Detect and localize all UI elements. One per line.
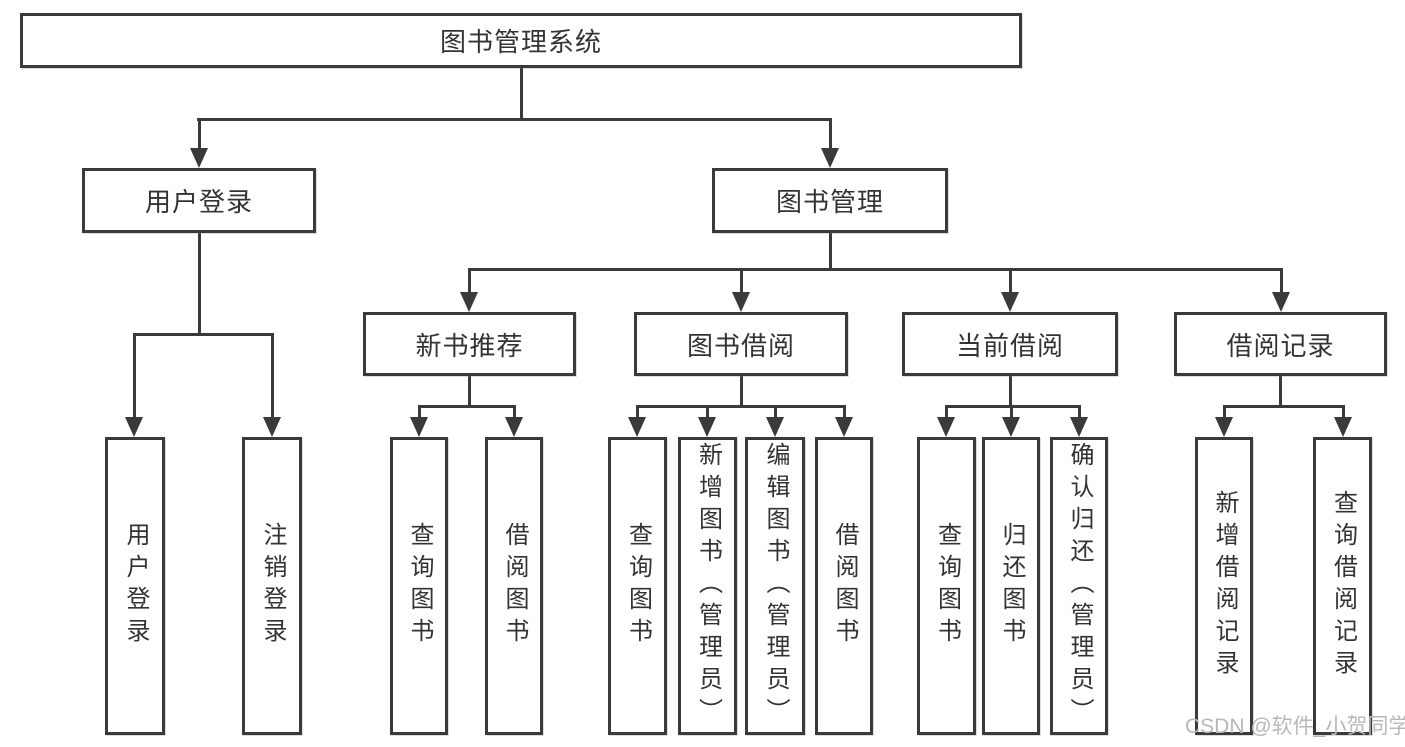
arrow-down-icon (460, 292, 478, 312)
leaf-borrow-books-label: 借阅图书 (501, 522, 528, 650)
csdn-watermark: CSDN @软件_小贺同学 (1185, 715, 1405, 738)
arrow-down-icon (1215, 417, 1233, 437)
arrow-down-icon (1070, 417, 1088, 437)
connector-drop-leaf (774, 405, 777, 421)
node-new-book-recommend: 新书推荐 (363, 312, 576, 376)
node-current-borrow-label: 当前借阅 (955, 330, 1064, 361)
leaf-add-book-admin: 新增图书（管理员） (678, 437, 737, 735)
leaf-query-books-label: 查询图书 (624, 522, 652, 650)
leaf-edit-book-admin: 编辑图书（管理员） (745, 437, 805, 735)
arrow-down-icon (732, 292, 750, 312)
arrow-down-icon (1002, 417, 1020, 437)
connector-drop-leaf (1223, 405, 1226, 421)
node-user-login-label: 用户登录 (144, 187, 253, 217)
node-current-borrow: 当前借阅 (902, 312, 1118, 376)
leaf-borrow-books-label: 借阅图书 (831, 522, 858, 650)
leaf-query-books-label: 查询图书 (933, 522, 961, 650)
arrow-down-icon (1001, 292, 1019, 312)
connector-drop-leaf (636, 405, 639, 421)
leaf-query-books: 查询图书 (390, 437, 448, 735)
leaf-user-login: 用户登录 (105, 437, 165, 735)
leaf-logout-label: 注销登录 (259, 522, 286, 650)
arrow-down-icon (125, 417, 143, 437)
connector-drop-leaf (1342, 405, 1345, 421)
connector-root-stem (520, 68, 523, 120)
arrow-down-icon (937, 417, 955, 437)
arrow-down-icon (835, 417, 853, 437)
connector-group-stem (1009, 376, 1012, 407)
arrow-down-icon (505, 417, 523, 437)
leaf-add-borrow-record: 新增借阅记录 (1195, 437, 1253, 735)
leaf-add-book-admin-label: 新增图书（管理员） (694, 442, 722, 730)
connector-drop-leaf (1010, 405, 1013, 421)
node-book-management: 图书管理 (712, 168, 948, 233)
connector-drop-records (1280, 268, 1283, 296)
node-book-borrow-label: 图书借阅 (686, 330, 795, 361)
connector-drop-leaf (418, 405, 421, 421)
node-user-login: 用户登录 (82, 168, 316, 233)
node-borrow-records: 借阅记录 (1174, 312, 1387, 376)
arrow-down-icon (821, 148, 839, 168)
leaf-user-login-label: 用户登录 (122, 522, 149, 650)
connector-drop-current (1009, 268, 1012, 296)
leaf-confirm-return-admin-label: 确认归还（管理员） (1066, 442, 1093, 730)
arrow-down-icon (1272, 292, 1290, 312)
connector-drop-leaf (1078, 405, 1081, 421)
arrow-down-icon (263, 417, 281, 437)
leaf-query-books: 查询图书 (608, 437, 667, 735)
arrow-down-icon (190, 148, 208, 168)
connector-user-rail (133, 333, 274, 336)
leaf-return-books-label: 归还图书 (998, 522, 1025, 650)
connector-drop-user-login (198, 118, 201, 152)
leaf-confirm-return-admin: 确认归还（管理员） (1050, 437, 1108, 735)
leaf-borrow-books: 借阅图书 (815, 437, 873, 735)
leaf-query-books: 查询图书 (917, 437, 976, 735)
connector-drop-leaf (843, 405, 846, 421)
arrow-down-icon (766, 417, 784, 437)
leaf-return-books: 归还图书 (982, 437, 1040, 735)
connector-drop-leaf (133, 333, 136, 421)
leaf-edit-book-admin-label: 编辑图书（管理员） (762, 442, 789, 730)
arrow-down-icon (628, 417, 646, 437)
node-library-system-label: 图书管理系统 (439, 27, 602, 57)
connector-user-stem (198, 232, 201, 335)
leaf-borrow-books: 借阅图书 (485, 437, 543, 735)
leaf-add-borrow-record-label: 新增借阅记录 (1211, 490, 1238, 682)
connector-drop-borrow (740, 268, 743, 296)
connector-drop-new-book (468, 268, 471, 296)
connector-group-rail (945, 405, 1081, 408)
connector-drop-leaf (706, 405, 709, 421)
node-borrow-records-label: 借阅记录 (1226, 330, 1335, 361)
connector-group-rail (1223, 405, 1344, 408)
leaf-query-borrow-record-label: 查询借阅记录 (1329, 490, 1357, 682)
connector-mgmt-stem (829, 232, 832, 270)
connector-level2-rail (468, 268, 1282, 271)
leaf-query-books-label: 查询图书 (406, 522, 433, 650)
leaf-query-borrow-record: 查询借阅记录 (1313, 437, 1372, 735)
node-library-system: 图书管理系统 (20, 13, 1022, 68)
node-book-management-label: 图书管理 (775, 187, 884, 217)
connector-drop-book-mgmt (829, 118, 832, 152)
node-book-borrow: 图书借阅 (634, 312, 848, 376)
arrow-down-icon (410, 417, 428, 437)
arrow-down-icon (698, 417, 716, 437)
connector-group-stem (468, 376, 471, 407)
node-new-book-recommend-label: 新书推荐 (415, 330, 524, 361)
connector-level1-rail (197, 118, 831, 121)
connector-drop-leaf (271, 333, 274, 421)
connector-group-rail (418, 405, 516, 408)
leaf-logout: 注销登录 (242, 437, 302, 735)
connector-group-stem (1279, 376, 1282, 407)
connector-drop-leaf (513, 405, 516, 421)
arrow-down-icon (1334, 417, 1352, 437)
connector-group-rail (636, 405, 846, 408)
connector-drop-leaf (945, 405, 948, 421)
connector-group-stem (740, 376, 743, 407)
